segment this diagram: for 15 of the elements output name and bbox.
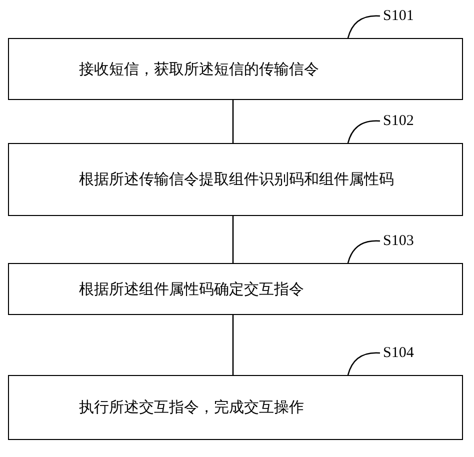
step-label: S101 xyxy=(383,8,414,24)
step-label: S102 xyxy=(383,113,414,129)
connector-line xyxy=(232,315,234,375)
step-label: S103 xyxy=(383,233,414,249)
connector-line xyxy=(232,216,234,263)
leader-line xyxy=(347,240,380,264)
step-label: S104 xyxy=(383,345,414,361)
connector-line xyxy=(232,100,234,143)
process-box: 根据所述传输信令提取组件识别码和组件属性码 xyxy=(8,143,463,216)
process-box: 接收短信，获取所述短信的传输信令 xyxy=(8,38,463,100)
leader-line xyxy=(347,352,380,376)
process-box: 根据所述组件属性码确定交互指令 xyxy=(8,263,463,315)
process-box: 执行所述交互指令，完成交互操作 xyxy=(8,375,463,440)
leader-line xyxy=(347,120,380,144)
leader-line xyxy=(347,15,380,38)
